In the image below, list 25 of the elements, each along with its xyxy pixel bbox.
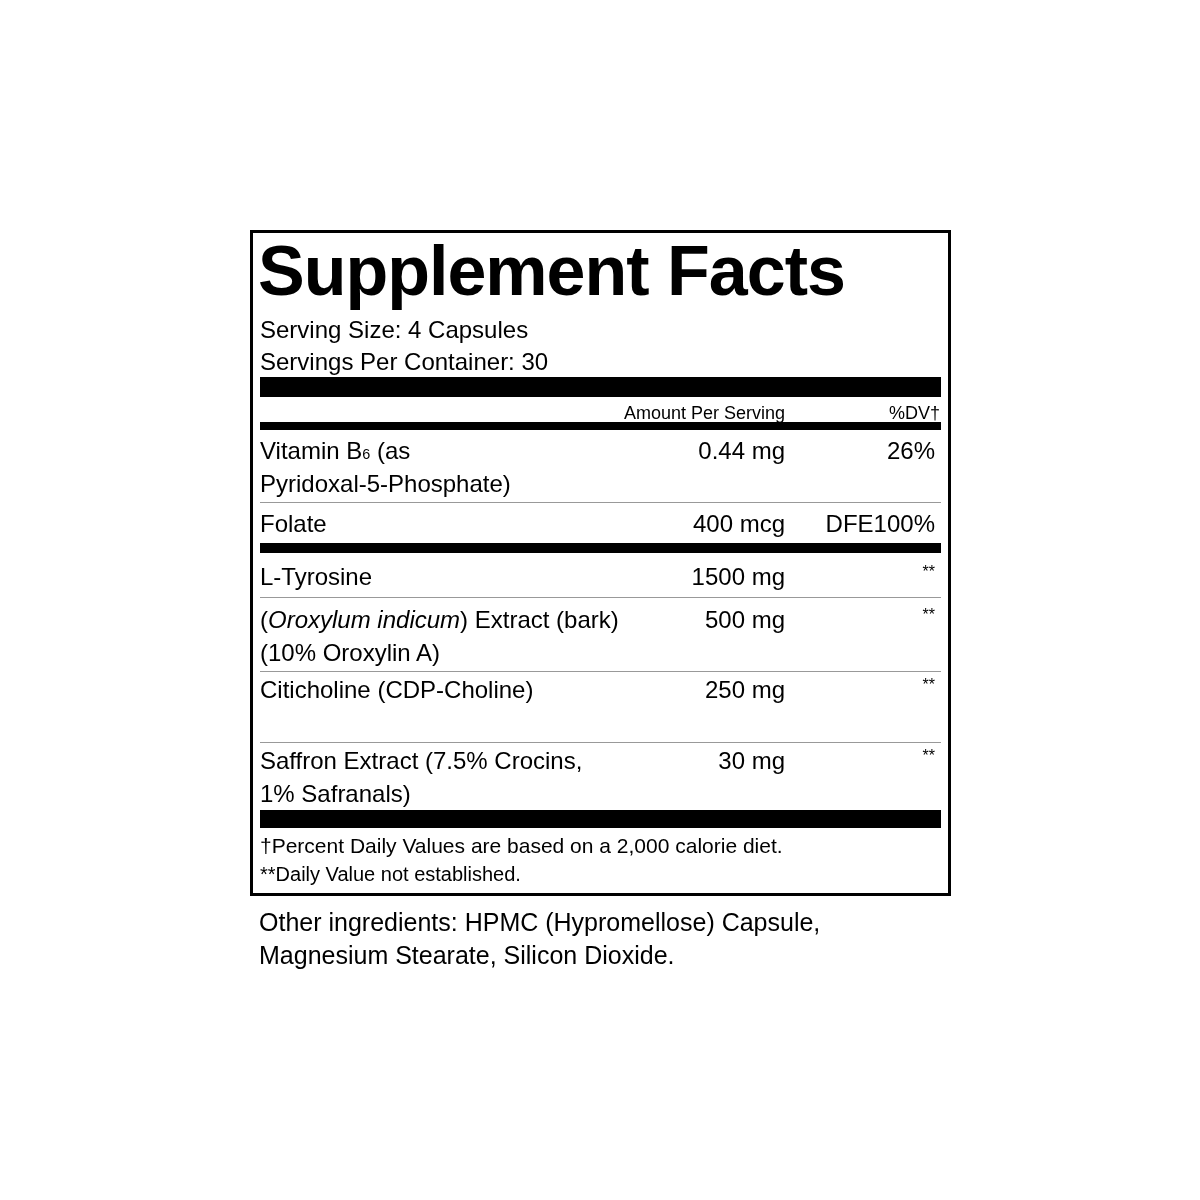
column-header: Amount Per Serving bbox=[623, 402, 785, 425]
ingredient-name: Folate bbox=[260, 509, 328, 539]
amount-value: 1500 mg bbox=[691, 562, 785, 592]
panel-title: Supplement Facts bbox=[258, 231, 845, 312]
amount-value: 30 mg bbox=[718, 746, 785, 776]
daily-value: ** bbox=[922, 746, 935, 766]
ingredient-name: (Oroxylum indicum) Extract (bark) (10% Oroxylin A) bbox=[260, 605, 620, 668]
daily-value: DFE100% bbox=[825, 509, 935, 539]
serving-info: Servings Per Container: 30 bbox=[260, 347, 550, 377]
column-header: %DV† bbox=[888, 402, 940, 425]
ingredient-name: L-Tyrosine bbox=[260, 562, 374, 592]
daily-value: ** bbox=[922, 675, 935, 695]
amount-value: 500 mg bbox=[704, 605, 785, 635]
amount-value: 250 mg bbox=[704, 675, 785, 705]
daily-value: 26% bbox=[886, 436, 935, 466]
serving-info: Serving Size: 4 Capsules bbox=[260, 315, 530, 345]
amount-value: 400 mcg bbox=[692, 509, 785, 539]
ingredient-name: Saffron Extract (7.5% Crocins, 1% Safranals) bbox=[260, 746, 584, 809]
ingredient-name: Citicholine (CDP-Choline) bbox=[260, 675, 535, 705]
ingredients-note: Other ingredients: HPMC (Hypromellose) Capsule, Magnesium Stearate, Silicon Dioxide. bbox=[259, 907, 822, 971]
footnote: **Daily Value not established. bbox=[260, 862, 522, 887]
footnote: †Percent Daily Values are based on a 2,000 calorie diet. bbox=[260, 833, 784, 859]
daily-value: ** bbox=[922, 605, 935, 625]
amount-value: 0.44 mg bbox=[698, 436, 785, 466]
daily-value: ** bbox=[922, 562, 935, 582]
